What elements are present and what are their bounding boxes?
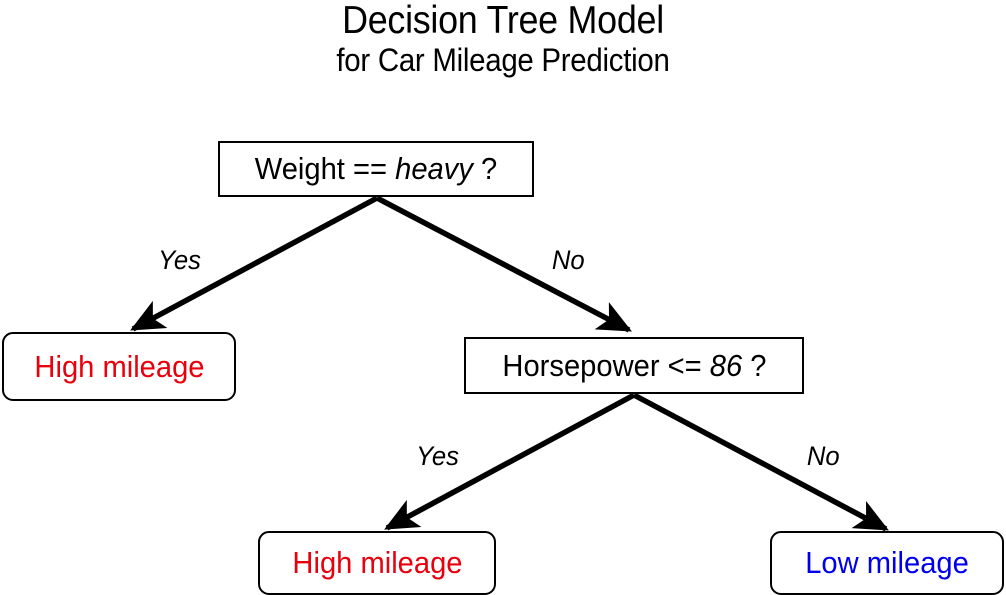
edge-mid-no <box>632 392 889 532</box>
node-leaf-low-mileage[interactable]: Low mileage <box>770 531 1004 595</box>
node-weight-threshold: heavy <box>395 151 473 186</box>
edge-label-mid-no: No <box>806 441 840 471</box>
edge-mid-yes <box>384 392 636 531</box>
node-weight-suffix: ? <box>472 151 498 186</box>
node-weight-text: Weight == heavy ? <box>255 152 497 186</box>
node-weight-decision[interactable]: Weight == heavy ? <box>218 141 534 197</box>
edge-label-mid-yes: Yes <box>416 441 459 471</box>
leaf-low-mileage-label: Low mileage <box>805 545 969 580</box>
node-horsepower-prefix: Horsepower <= <box>501 347 710 383</box>
diagram-title-block: Decision Tree Model for Car Mileage Pred… <box>0 0 1006 78</box>
node-leaf-high-mileage-left[interactable]: High mileage <box>2 332 236 401</box>
edge-label-root-no: No <box>551 245 585 275</box>
node-horsepower-suffix: ? <box>741 347 767 383</box>
node-leaf-high-mileage-bottom[interactable]: High mileage <box>258 531 496 595</box>
node-horsepower-text: Horsepower <= 86 ? <box>501 347 767 383</box>
node-horsepower-decision[interactable]: Horsepower <= 86 ? <box>464 337 804 394</box>
edge-root-no <box>375 195 632 333</box>
node-horsepower-threshold: 86 <box>709 347 742 383</box>
diagram-subtitle: for Car Mileage Prediction <box>336 42 670 78</box>
leaf-high-mileage-bottom-label: High mileage <box>291 545 463 580</box>
edge-root-yes <box>130 195 379 332</box>
edge-label-root-yes: Yes <box>158 245 201 275</box>
leaf-high-mileage-left-label: High mileage <box>33 348 205 384</box>
diagram-title: Decision Tree Model <box>342 0 664 42</box>
node-weight-prefix: Weight == <box>254 151 396 186</box>
